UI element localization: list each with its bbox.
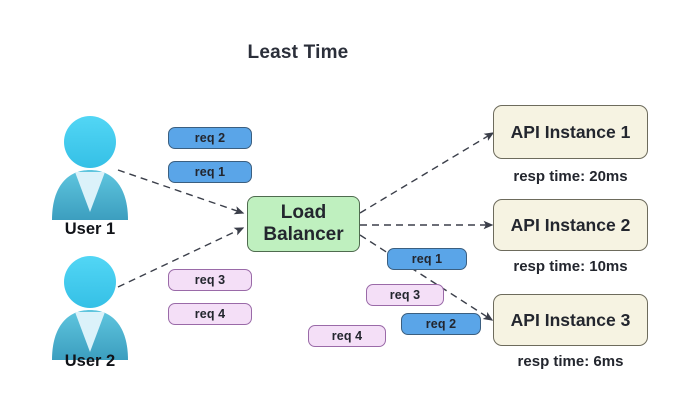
api-instance-3-node[interactable]: API Instance 3 bbox=[493, 294, 648, 346]
api-instance-2-node[interactable]: API Instance 2 bbox=[493, 199, 648, 251]
load-balancer-label-line2: Balancer bbox=[263, 224, 344, 245]
user-2-avatar bbox=[42, 252, 138, 360]
api-instance-1-resp-time: resp time: 20ms bbox=[513, 168, 628, 185]
inflight-request-req3[interactable]: req 3 bbox=[366, 284, 444, 306]
queued-request-user1-req2[interactable]: req 2 bbox=[168, 127, 252, 149]
inflight-request-req4[interactable]: req 4 bbox=[308, 325, 386, 347]
inflight-request-req1[interactable]: req 1 bbox=[387, 248, 467, 270]
person-icon bbox=[52, 256, 128, 360]
queued-request-user1-req1[interactable]: req 1 bbox=[168, 161, 252, 183]
arrow-user1-to-lb bbox=[117, 169, 245, 215]
api-instance-3-resp-time: resp time: 6ms bbox=[517, 353, 624, 370]
queued-request-user2-req3[interactable]: req 3 bbox=[168, 269, 252, 291]
person-icon bbox=[52, 116, 128, 220]
arrow-lb-to-api3 bbox=[359, 234, 494, 321]
load-balancer-node[interactable]: Load Balancer bbox=[247, 196, 360, 252]
api-instance-1-node[interactable]: API Instance 1 bbox=[493, 105, 648, 159]
api-instance-2-resp-time: resp time: 10ms bbox=[513, 258, 628, 275]
user-1-label: User 1 bbox=[64, 220, 116, 238]
queued-request-user2-req4[interactable]: req 4 bbox=[168, 303, 252, 325]
inflight-request-req2[interactable]: req 2 bbox=[401, 313, 481, 335]
user-2-label: User 2 bbox=[64, 352, 116, 370]
arrow-lb-to-api1 bbox=[359, 132, 495, 214]
user-1-avatar bbox=[42, 112, 138, 220]
load-balancer-label-line1: Load bbox=[280, 202, 327, 223]
page-title: Least Time bbox=[247, 42, 349, 63]
